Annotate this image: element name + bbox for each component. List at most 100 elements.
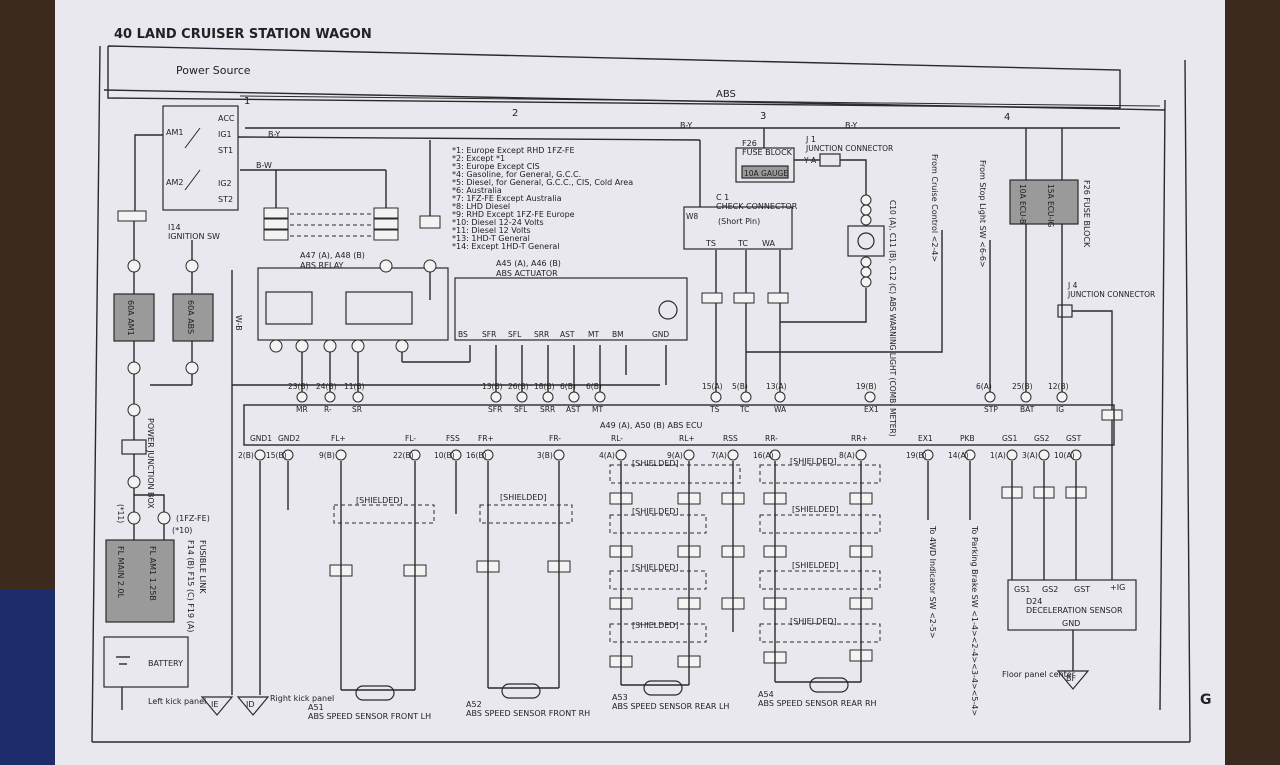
j4-name: J 4 xyxy=(1067,281,1078,290)
ecu-bottom-pin-no: 10(B) xyxy=(434,451,455,460)
right-inner-line xyxy=(1159,99,1166,711)
ecu-bottom-pin-no: 19(B) xyxy=(906,451,927,460)
warning-lamp-icon xyxy=(857,232,875,250)
decel-label: DECELERATION SENSOR xyxy=(1026,606,1123,615)
meter-group: C10 (A), C11 (B), C12 (C) ABS WARNING LI… xyxy=(847,194,897,437)
conn-ea8 xyxy=(263,207,289,219)
check-tc: TC xyxy=(737,239,748,248)
tag-10: (*10) xyxy=(172,526,192,535)
ecu-bottom-pin-no: 4(A) xyxy=(599,451,615,460)
column-4: 4 xyxy=(1004,112,1010,123)
meter-pin-b xyxy=(860,204,872,216)
sensor-fr-name: A52 xyxy=(466,700,482,709)
ecu-top-pin xyxy=(864,391,876,403)
decel-name: D24 xyxy=(1026,597,1042,606)
ignition-switch-box xyxy=(162,105,239,211)
conn-ea12 xyxy=(263,229,289,241)
ecu-top-pin-label: IG xyxy=(1056,405,1064,414)
decel-gs1: GS1 xyxy=(1014,585,1030,594)
check-wa: WA xyxy=(762,239,775,248)
ecu-bottom-pin xyxy=(1070,449,1082,461)
check-conn-id: W8 xyxy=(686,212,698,221)
ecu-bottom-pin xyxy=(553,449,565,461)
ign-contact-2 xyxy=(184,169,201,191)
ecu-bottom-pin xyxy=(482,449,494,461)
ecu-bottom-pin-label: GND1 xyxy=(250,434,272,443)
relay-pin-3a xyxy=(323,339,337,353)
notes-block: *1: Europe Except RHD 1FZ-FE *2: Except … xyxy=(452,146,633,251)
ecu-top-pin-label: MR xyxy=(296,405,308,414)
act-sfl: SFL xyxy=(508,330,522,339)
sensor-fl-name: A51 xyxy=(308,703,324,712)
sensor-rr-body xyxy=(809,677,849,693)
shield-box-fr xyxy=(479,504,573,524)
meter-pin-c xyxy=(860,214,872,226)
conn-ea8-r xyxy=(373,207,399,219)
sensor-front-rh: A52 ABS SPEED SENSOR FRONT RH xyxy=(466,683,590,718)
ecu-sub-pin-label: SRR xyxy=(540,405,555,414)
note-11: *11: Diesel 12 Volts xyxy=(452,226,531,235)
ecu-sub-pin xyxy=(594,391,606,403)
shield-label-rr4: [SHIELDED] xyxy=(790,617,837,626)
conn-ig1 xyxy=(419,215,441,229)
ign-contact-1 xyxy=(184,127,201,149)
actuator-pin-labels: BS SFR SFL SRR AST MT BM GND xyxy=(458,330,669,339)
ecu-bottom-pin-label: FR+ xyxy=(478,434,494,443)
ground-ie-label: Left kick panel xyxy=(148,697,206,706)
j4-label: JUNCTION CONNECTOR xyxy=(1067,290,1155,299)
conn-ea10-r xyxy=(373,218,399,230)
ign-name: I14 xyxy=(168,223,181,232)
actuator-wires xyxy=(469,345,667,397)
conn-ea12-r xyxy=(373,229,399,241)
fl-main-label: FL MAIN 2.0L xyxy=(116,546,125,599)
conn-il1 xyxy=(1101,409,1123,421)
ecu-top-pin-label: R- xyxy=(324,405,332,414)
fuse-60a-abs xyxy=(172,293,214,342)
pin-2e xyxy=(127,475,141,489)
fuse-abs-label: 60A ABS xyxy=(186,300,195,334)
shield-box-rr4 xyxy=(759,623,881,643)
ecu-bottom-pin-no: 10(A) xyxy=(1054,451,1075,460)
ecu-bottom-pin-no: 3(A) xyxy=(1022,451,1038,460)
abs-relay-box xyxy=(257,267,449,341)
tag-11: (*11) xyxy=(116,504,125,523)
conn-ig1-11 xyxy=(733,292,755,304)
ecu-top-pin-no: 13(A) xyxy=(766,382,787,391)
ecu-label: A49 (A), A50 (B) ABS ECU xyxy=(600,421,703,430)
ecu-bottom-pin-no: 22(B) xyxy=(393,451,414,460)
wire-am1 xyxy=(134,134,163,215)
relay-coil-2 xyxy=(345,291,413,325)
ground-ie-symbol xyxy=(200,696,234,716)
ecu-bottom-pin-label: GND2 xyxy=(278,434,300,443)
shield-box-fl xyxy=(333,504,435,524)
note-9: *9: RHD Except 1FZ-FE Europe xyxy=(452,210,575,219)
meter-pin-e xyxy=(860,266,872,278)
ground-id-label: Right kick panel xyxy=(270,694,334,703)
power-junction-box xyxy=(121,439,147,455)
sensor-fr-label: ABS SPEED SENSOR FRONT RH xyxy=(466,709,590,718)
note-4: *4: Gasoline, for General, G.C.C. xyxy=(452,170,581,179)
wire-label-bw: B-W xyxy=(256,161,272,170)
fl-am1-label: FL AM1 1.25B xyxy=(148,546,157,601)
column-line xyxy=(239,95,1161,107)
ecu-sub-pin-label: SFR xyxy=(488,405,502,414)
side-mark: G xyxy=(1200,692,1212,708)
act-bs: BS xyxy=(458,330,468,339)
actuator-name: A45 (A), A46 (B) xyxy=(496,259,561,268)
ign-st2: ST2 xyxy=(218,195,233,204)
ecu-top-pin-no: 24(B) xyxy=(316,382,337,391)
ecu-top-pin xyxy=(984,391,996,403)
pin-1c xyxy=(157,511,171,525)
check-conn-name: C 1 xyxy=(716,193,729,202)
ecu-bottom-pin-label: GST xyxy=(1066,434,1082,443)
note-1: *1: Europe Except RHD 1FZ-FE xyxy=(452,146,575,155)
fuse-gauge-label: 10A GAUGE xyxy=(744,169,788,178)
ecu-sub-pin-no: 6(B) xyxy=(560,382,576,391)
decel-ig: +IG xyxy=(1110,583,1125,592)
sensor-rl-body xyxy=(643,680,683,696)
act-mt: MT xyxy=(588,330,599,339)
ecu-bottom-pin xyxy=(1038,449,1050,461)
ecu-bottom-pin-label: FR- xyxy=(549,434,561,443)
ign-ig1: IG1 xyxy=(218,130,232,139)
act-sfr: SFR xyxy=(482,330,496,339)
